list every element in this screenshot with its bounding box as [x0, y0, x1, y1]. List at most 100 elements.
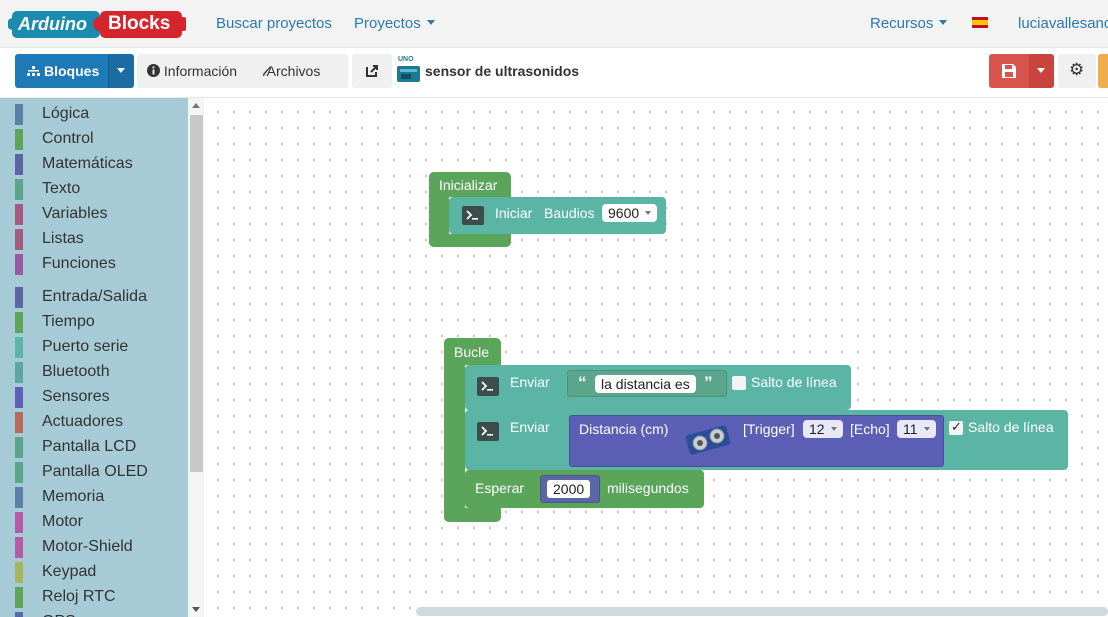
blocks-dropdown-button[interactable] [108, 54, 134, 88]
toolbox-category-label: Sensores [42, 388, 110, 405]
serial-begin-label: Iniciar [495, 205, 533, 221]
files-button[interactable]: 𝓁Archivos [262, 63, 320, 80]
ultrasonic-sensor-icon [683, 418, 733, 460]
number-literal-block[interactable]: 2000 [540, 475, 600, 503]
toolbox-category-label: Control [42, 130, 94, 147]
info-button[interactable]: Información [147, 63, 237, 79]
category-color-marker [15, 412, 23, 433]
settings-button[interactable]: ⚙ [1058, 54, 1096, 88]
delay-block[interactable]: Esperar 2000 milisegundos [465, 470, 704, 508]
terminal-icon [477, 422, 499, 441]
newline-checkbox-2[interactable]: ✓ [949, 419, 963, 435]
save-dropdown-button[interactable] [1029, 54, 1054, 88]
toolbox-category[interactable]: Control [0, 126, 186, 151]
text-value-field[interactable]: la distancia es [595, 375, 696, 393]
init-block[interactable]: Inicializar Iniciar Baudios 9600 [429, 172, 666, 247]
text-literal-block[interactable]: “ la distancia es ” [567, 370, 727, 397]
category-color-marker [15, 537, 23, 558]
ultrasonic-distance-block[interactable]: Distancia (cm) [Trigger] 12 [Echo] 11 [569, 415, 944, 467]
toolbox-category-label: Variables [42, 205, 108, 222]
baud-value: 9600 [608, 205, 640, 221]
toolbox-category[interactable]: Reloj RTC [0, 584, 186, 609]
chevron-down-icon [1037, 68, 1045, 73]
toolbox-category[interactable]: Matemáticas [0, 151, 186, 176]
terminal-icon [477, 377, 499, 396]
toolbox-category[interactable]: Puerto serie [0, 334, 186, 359]
toolbox-category-label: Bluetooth [42, 363, 110, 380]
scroll-up-arrow-icon[interactable] [192, 103, 200, 108]
sitemap-icon [27, 66, 40, 76]
baud-label: Baudios [544, 205, 595, 221]
nav-user-menu[interactable]: luciavallesanchez [1018, 15, 1108, 32]
toolbox-category[interactable]: Tiempo [0, 309, 186, 334]
toolbox-category-label: Pantalla LCD [42, 438, 137, 455]
arduinoblocks-logo[interactable]: Arduino Blocks [7, 8, 186, 41]
toolbox-category[interactable]: Variables [0, 201, 186, 226]
toolbox-category-label: Puerto serie [42, 338, 129, 355]
category-color-marker [15, 362, 23, 383]
project-title: sensor de ultrasonidos [425, 63, 580, 79]
spain-flag-icon[interactable] [972, 17, 988, 28]
serial-begin-block[interactable]: Iniciar Baudios 9600 [449, 197, 666, 234]
category-color-marker [15, 462, 23, 483]
blocks-button[interactable]: Bloques [15, 54, 108, 88]
toolbox-category[interactable]: Pantalla OLED [0, 459, 186, 484]
scroll-down-arrow-icon[interactable] [192, 607, 200, 612]
toolbox-category[interactable]: Motor [0, 509, 186, 534]
workspace-horizontal-scrollbar[interactable] [416, 607, 1108, 616]
baud-dropdown[interactable]: 9600 [602, 204, 658, 222]
newline-label-1: Salto de línea [751, 374, 837, 390]
ms-label: milisegundos [607, 480, 689, 496]
send-label: Enviar [510, 419, 550, 435]
toolbox-category[interactable]: Actuadores [0, 409, 186, 434]
toolbox-category[interactable]: Bluetooth [0, 359, 186, 384]
echo-pin-dropdown[interactable]: 11 [897, 420, 936, 438]
category-color-marker [15, 487, 23, 508]
files-button-label: Archivos [266, 63, 321, 79]
loop-block-label: Bucle [454, 344, 490, 360]
blocks-workspace[interactable]: Inicializar Iniciar Baudios 9600 Bucle E… [204, 98, 1108, 617]
category-color-marker [15, 562, 23, 583]
echo-pin-value: 11 [903, 421, 918, 437]
upload-button[interactable] [1098, 54, 1108, 88]
nav-projects-label: Proyectos [354, 15, 421, 32]
newline-checkbox-1[interactable] [732, 376, 746, 390]
toolbox-category[interactable]: GPS [0, 609, 186, 617]
toolbox-category[interactable]: Lógica [0, 101, 186, 126]
loop-block[interactable]: Bucle Enviar “ la distancia es ” Salto d… [444, 338, 1068, 522]
nav-resources[interactable]: Recursos [870, 15, 948, 32]
category-color-marker [15, 129, 23, 150]
wait-label: Esperar [475, 480, 525, 496]
category-color-marker [15, 612, 23, 617]
toolbox-category[interactable]: Pantalla LCD [0, 434, 186, 459]
toolbox-category[interactable]: Keypad [0, 559, 186, 584]
toolbox-category[interactable]: Memoria [0, 484, 186, 509]
arduino-uno-board-icon: UNO [397, 56, 420, 82]
paperclip-icon: 𝓁 [262, 63, 267, 79]
category-color-marker [15, 437, 23, 458]
toolbox-category[interactable]: Texto [0, 176, 186, 201]
nav-projects[interactable]: Proyectos [354, 15, 435, 32]
toolbox-category-label: Tiempo [42, 313, 95, 330]
toolbox-scrollbar-thumb[interactable] [190, 115, 203, 472]
chevron-down-icon [426, 20, 435, 25]
serial-print-distance-block[interactable]: Enviar Distancia (cm) [Trigger] 12 [Echo… [465, 410, 1068, 470]
init-block-label: Inicializar [439, 177, 498, 193]
toolbox-category[interactable]: Listas [0, 226, 186, 251]
info-files-group: Información 𝓁Archivos [137, 54, 348, 88]
nav-search-projects[interactable]: Buscar proyectos [216, 15, 332, 32]
info-circle-icon [147, 64, 160, 77]
toolbox-category[interactable]: Sensores [0, 384, 186, 409]
project-toolbar: Bloques Información 𝓁Archivos UNO sensor… [0, 48, 1108, 98]
export-button[interactable] [352, 54, 392, 88]
serial-print-text-block[interactable]: Enviar “ la distancia es ” Salto de líne… [465, 365, 851, 410]
toolbox-category[interactable]: Entrada/Salida [0, 284, 186, 309]
distance-label: Distancia (cm) [579, 421, 669, 437]
toolbox-category-label: Matemáticas [42, 155, 133, 172]
wait-value-field[interactable]: 2000 [547, 480, 591, 498]
toolbox-category[interactable]: Motor-Shield [0, 534, 186, 559]
save-button[interactable] [989, 54, 1029, 88]
toolbox-category-label: Entrada/Salida [42, 288, 147, 305]
trigger-pin-dropdown[interactable]: 12 [803, 420, 843, 438]
toolbox-category[interactable]: Funciones [0, 251, 186, 276]
